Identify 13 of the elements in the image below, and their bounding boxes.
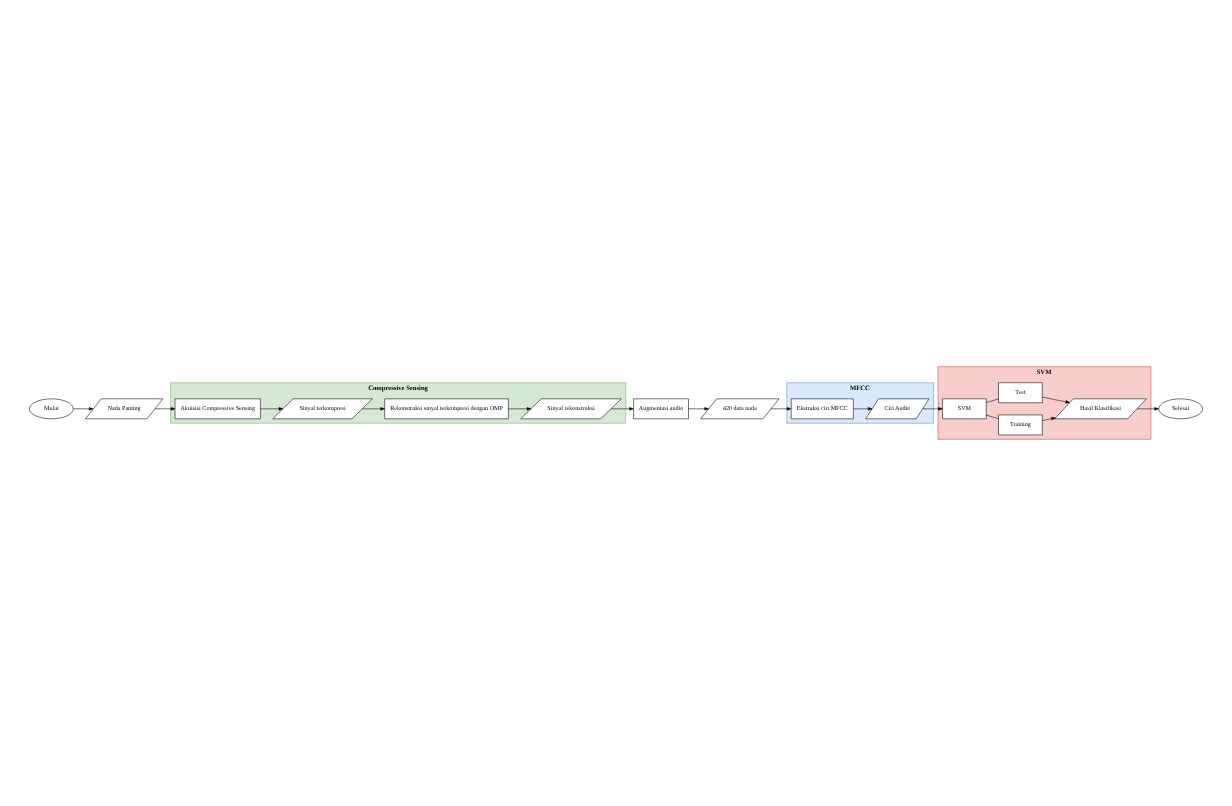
arrow xyxy=(508,407,532,411)
arrow xyxy=(853,407,873,411)
arrow xyxy=(260,407,284,411)
arrow xyxy=(688,407,709,411)
arrow xyxy=(1136,407,1159,411)
arrow xyxy=(1042,396,1070,404)
arrow xyxy=(362,407,385,411)
arrow xyxy=(922,407,943,411)
arrow xyxy=(154,407,176,411)
arrow xyxy=(770,407,792,411)
arrow xyxy=(1042,417,1056,421)
arrow xyxy=(610,407,634,411)
arrow xyxy=(73,407,94,411)
